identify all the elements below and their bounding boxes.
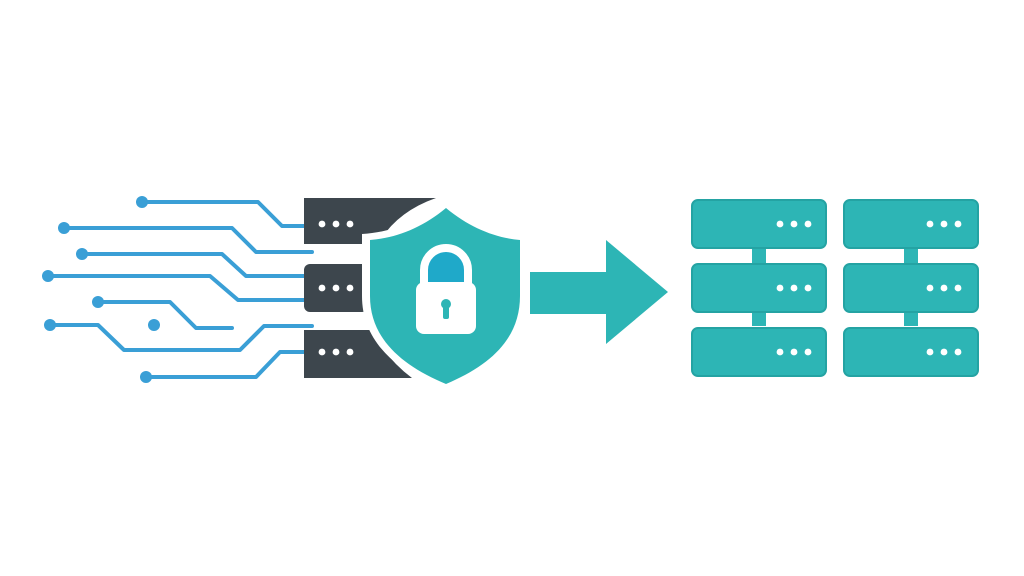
circuit-line — [48, 323, 314, 352]
circuit-node — [76, 248, 88, 260]
circuit-node — [58, 222, 70, 234]
server-indicator-dots — [318, 220, 354, 356]
arrow-right-icon — [530, 240, 668, 344]
circuit-line — [46, 274, 312, 302]
lock-shackle — [424, 248, 468, 284]
circuit-line — [62, 226, 314, 254]
lock-keyhole-slot — [443, 306, 449, 319]
circuit-line — [96, 300, 234, 330]
circuit-line — [140, 200, 312, 228]
server-unit — [843, 263, 979, 313]
shield-icon — [362, 200, 528, 392]
lock-shackle-outline — [420, 244, 472, 284]
server-indicator-dots — [926, 220, 962, 356]
circuit-node — [92, 296, 104, 308]
circuit-line — [80, 252, 314, 278]
server-unit — [691, 327, 827, 377]
circuit-lines-icon — [42, 196, 314, 383]
padlock-icon — [416, 244, 476, 334]
server-unit — [843, 199, 979, 249]
server-stack-icon — [691, 199, 827, 377]
circuit-node — [148, 319, 160, 331]
server-stack-icon — [304, 198, 436, 378]
server-unit — [304, 198, 436, 244]
server-unit — [691, 199, 827, 249]
circuit-node — [140, 371, 152, 383]
server-unit — [843, 327, 979, 377]
circuit-node — [42, 270, 54, 282]
circuit-node — [136, 196, 148, 208]
server-unit — [691, 263, 827, 313]
server-indicator-dots — [776, 220, 812, 356]
lock-keyhole — [441, 299, 451, 309]
server-stack-icon — [843, 199, 979, 377]
server-unit — [304, 330, 412, 378]
circuit-line — [144, 350, 312, 379]
circuit-node — [44, 319, 56, 331]
